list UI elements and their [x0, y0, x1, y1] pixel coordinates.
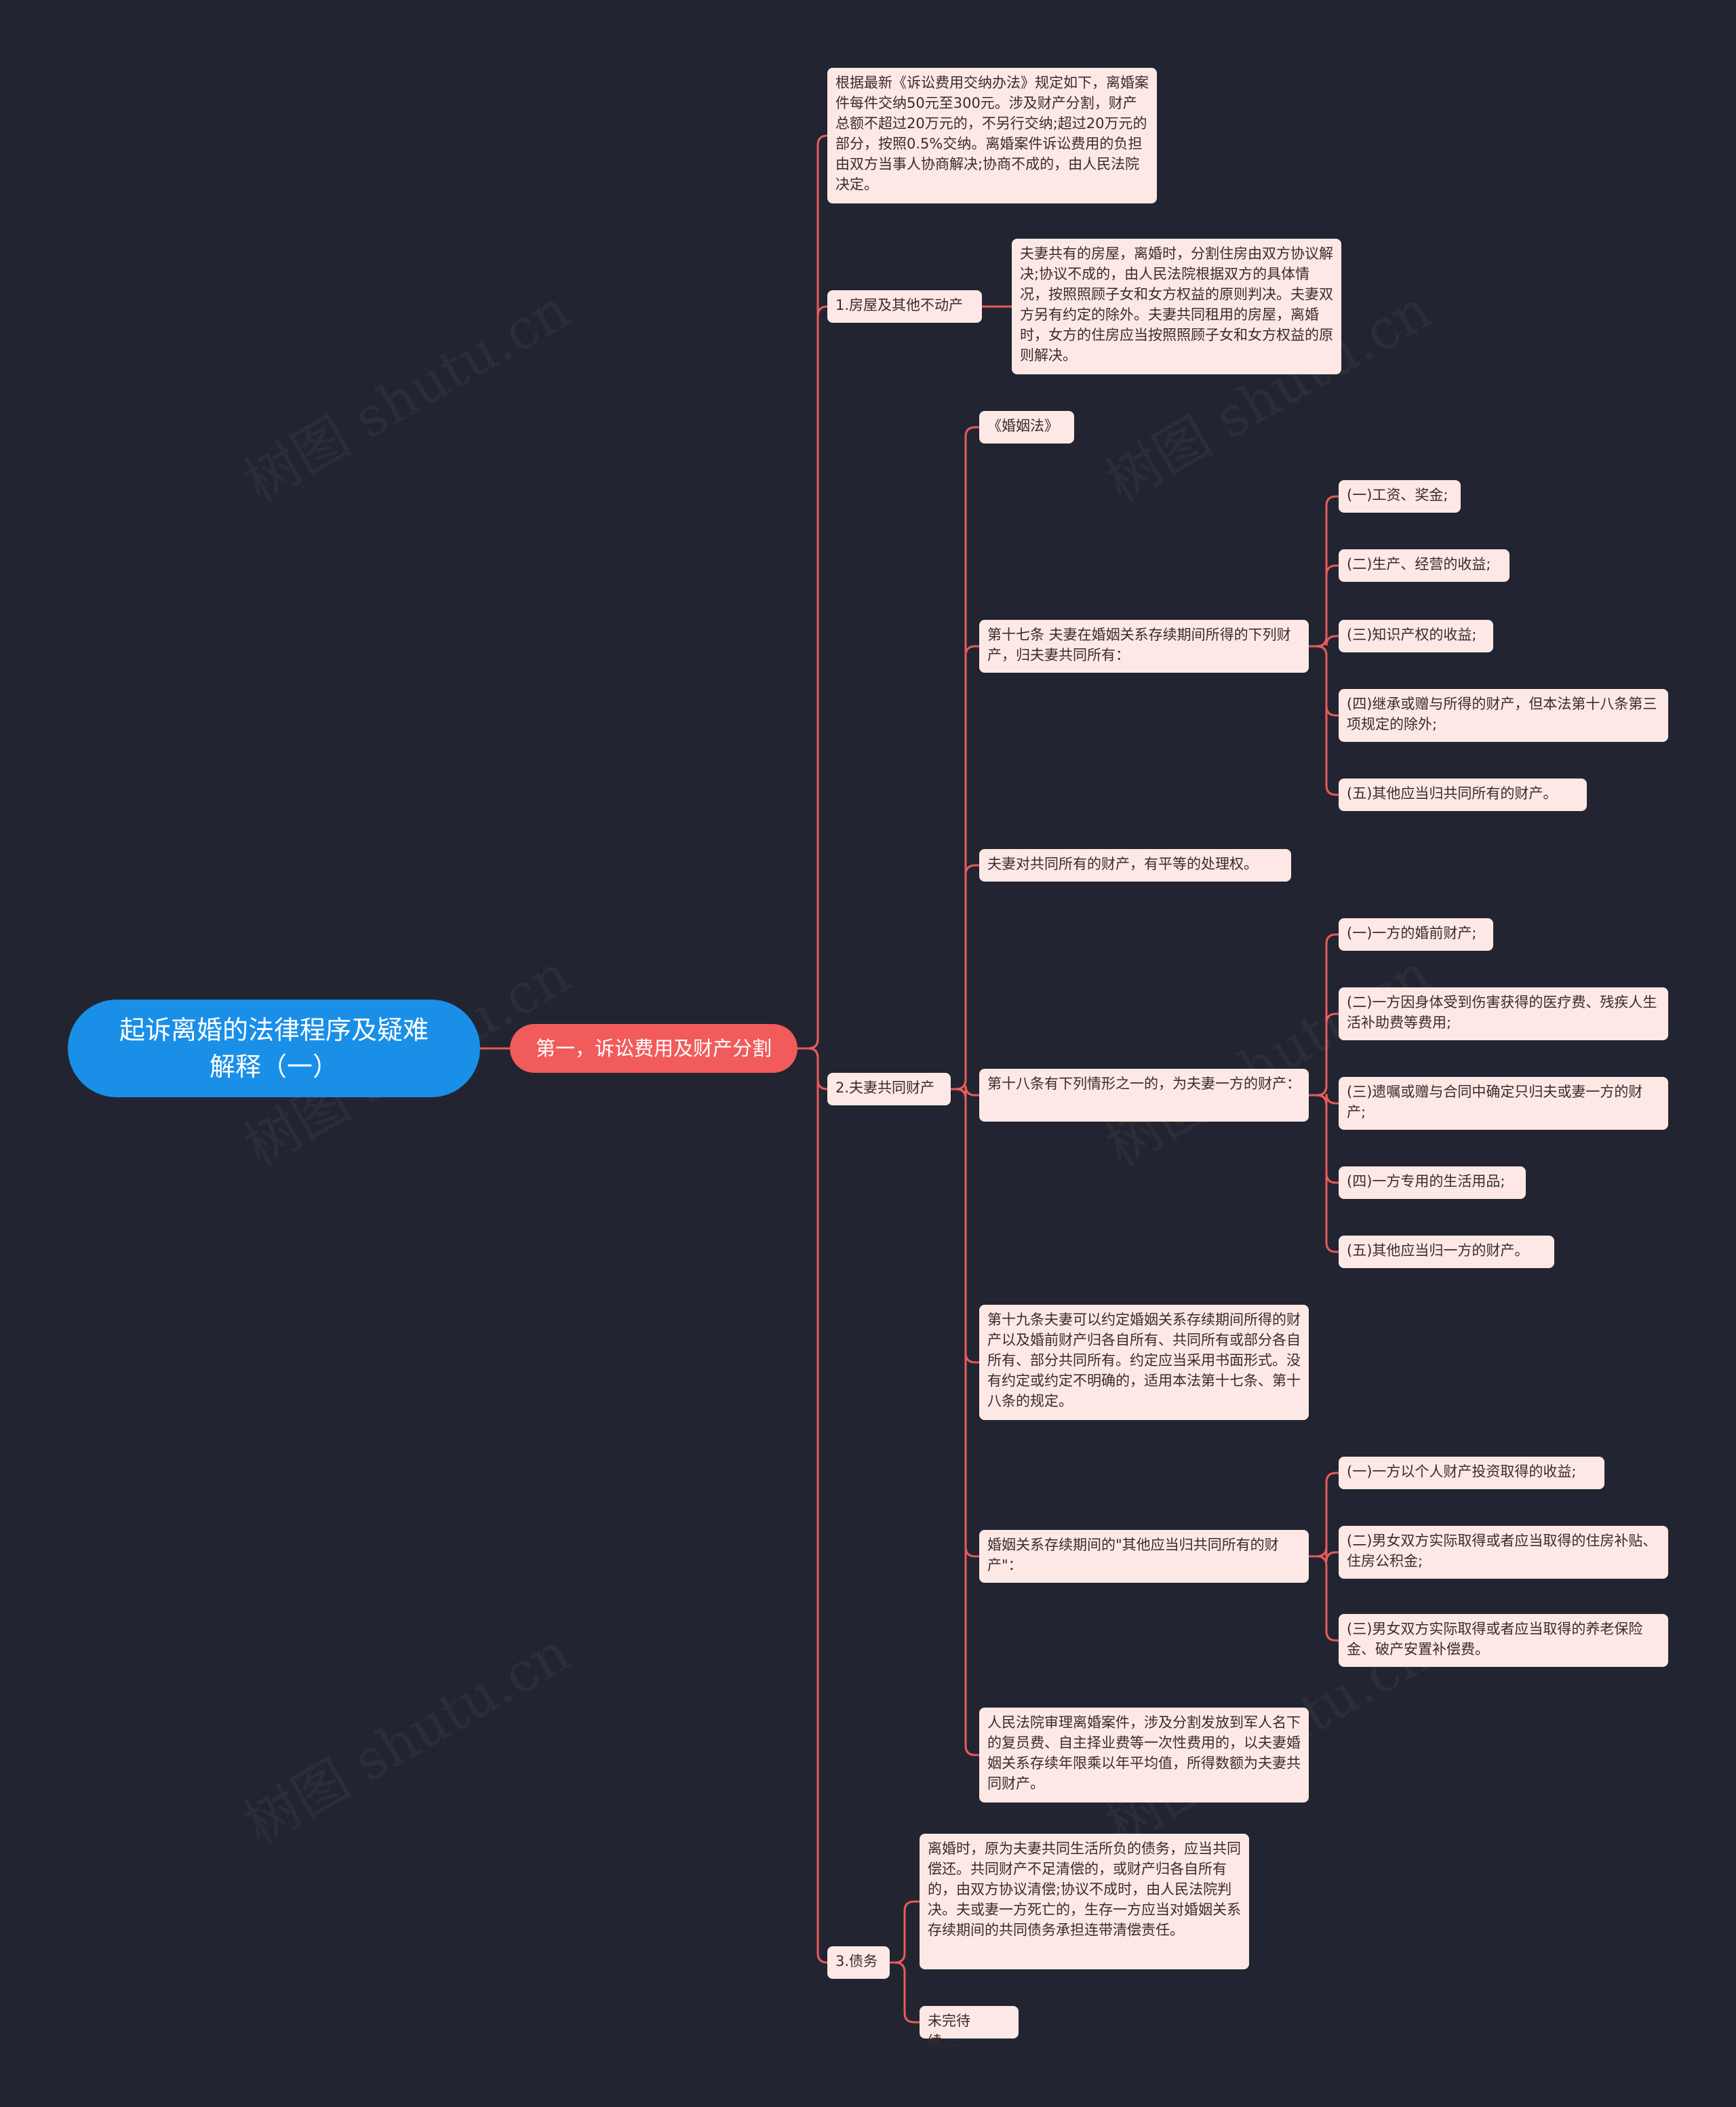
node-art18-item-3[interactable]: (三)遗嘱或赠与合同中确定只归夫或妻一方的财产;: [1339, 1077, 1668, 1130]
connector: [1309, 1094, 1339, 1184]
connector: [1309, 1094, 1339, 1253]
connector: [797, 1047, 828, 1090]
connector: [797, 134, 828, 1050]
node-to-be-continued[interactable]: 未完待续……: [920, 2006, 1019, 2049]
connector: [1309, 635, 1339, 648]
node-art17-item-3[interactable]: (三)知识产权的收益;: [1339, 620, 1493, 652]
node-article-17[interactable]: 第十七条 夫妻在婚姻关系存续期间所得的下列财产，归夫妻共同所有：: [979, 620, 1309, 673]
node-debt-text[interactable]: 离婚时，原为夫妻共同生活所负的债务，应当共同偿还。共同财产不足清偿的，或财产归各…: [920, 1834, 1249, 1969]
connector: [1309, 564, 1339, 648]
connector: [797, 305, 828, 1050]
connector: [951, 1088, 979, 1756]
connector: [890, 1900, 920, 1964]
node-house-property[interactable]: 1.房屋及其他不动产: [827, 290, 982, 323]
node-debt[interactable]: 3.债务: [827, 1946, 890, 1979]
connector: [890, 1961, 920, 2024]
node-article-19[interactable]: 第十九条夫妻可以约定婚姻关系存续期间所得的财产以及婚前财产归各自所有、共同所有或…: [979, 1305, 1309, 1420]
connector: [1309, 1555, 1339, 1642]
connector: [1309, 1472, 1339, 1558]
node-art17-item-1[interactable]: (一)工资、奖金;: [1339, 480, 1461, 513]
node-art18-item-4[interactable]: (四)一方专用的生活用品;: [1339, 1166, 1526, 1199]
node-art18-item-1[interactable]: (一)一方的婚前财产;: [1339, 918, 1493, 951]
connector: [797, 1047, 828, 1964]
connector: [1309, 645, 1339, 796]
connector: [951, 864, 979, 1090]
main-topic-litigation-fees[interactable]: 第一，诉讼费用及财产分割: [510, 1024, 797, 1073]
node-art18-item-5[interactable]: (五)其他应当归一方的财产。: [1339, 1236, 1554, 1268]
node-art17-item-5[interactable]: (五)其他应当归共同所有的财产。: [1339, 779, 1587, 811]
node-other-item-2[interactable]: (二)男女双方实际取得或者应当取得的住房补贴、住房公积金;: [1339, 1526, 1668, 1579]
node-art17-item-2[interactable]: (二)生产、经营的收益;: [1339, 549, 1510, 582]
node-other-item-1[interactable]: (一)一方以个人财产投资取得的收益;: [1339, 1457, 1604, 1489]
node-marriage-law[interactable]: 《婚姻法》: [979, 411, 1074, 444]
root-topic[interactable]: 起诉离婚的法律程序及疑难解释（一）: [68, 1000, 480, 1097]
node-art18-item-2[interactable]: (二)一方因身体受到伤害获得的医疗费、残疾人生活补助费等费用;: [1339, 987, 1668, 1040]
connector: [1309, 495, 1339, 648]
node-fee-rules[interactable]: 根据最新《诉讼费用交纳办法》规定如下，离婚案件每件交纳50元至300元。涉及财产…: [827, 68, 1157, 203]
node-house-text[interactable]: 夫妻共有的房屋，离婚时，分割住房由双方协议解决;协议不成的，由人民法院根据双方的…: [1012, 239, 1341, 374]
connector: [1309, 645, 1339, 717]
node-art17-item-4[interactable]: (四)继承或赠与所得的财产，但本法第十八条第三项规定的除外;: [1339, 689, 1668, 742]
node-military-fees[interactable]: 人民法院审理离婚案件，涉及分割发放到军人名下的复员费、自主择业费等一次性费用的，…: [979, 1708, 1309, 1803]
node-equal-rights[interactable]: 夫妻对共同所有的财产，有平等的处理权。: [979, 849, 1291, 882]
node-other-item-3[interactable]: (三)男女双方实际取得或者应当取得的养老保险金、破产安置补偿费。: [1339, 1614, 1668, 1667]
node-common-property[interactable]: 2.夫妻共同财产: [827, 1073, 951, 1105]
node-article-18[interactable]: 第十八条有下列情形之一的，为夫妻一方的财产：: [979, 1069, 1309, 1122]
node-other-common[interactable]: 婚姻关系存续期间的"其他应当归共同所有的财产"：: [979, 1530, 1309, 1583]
